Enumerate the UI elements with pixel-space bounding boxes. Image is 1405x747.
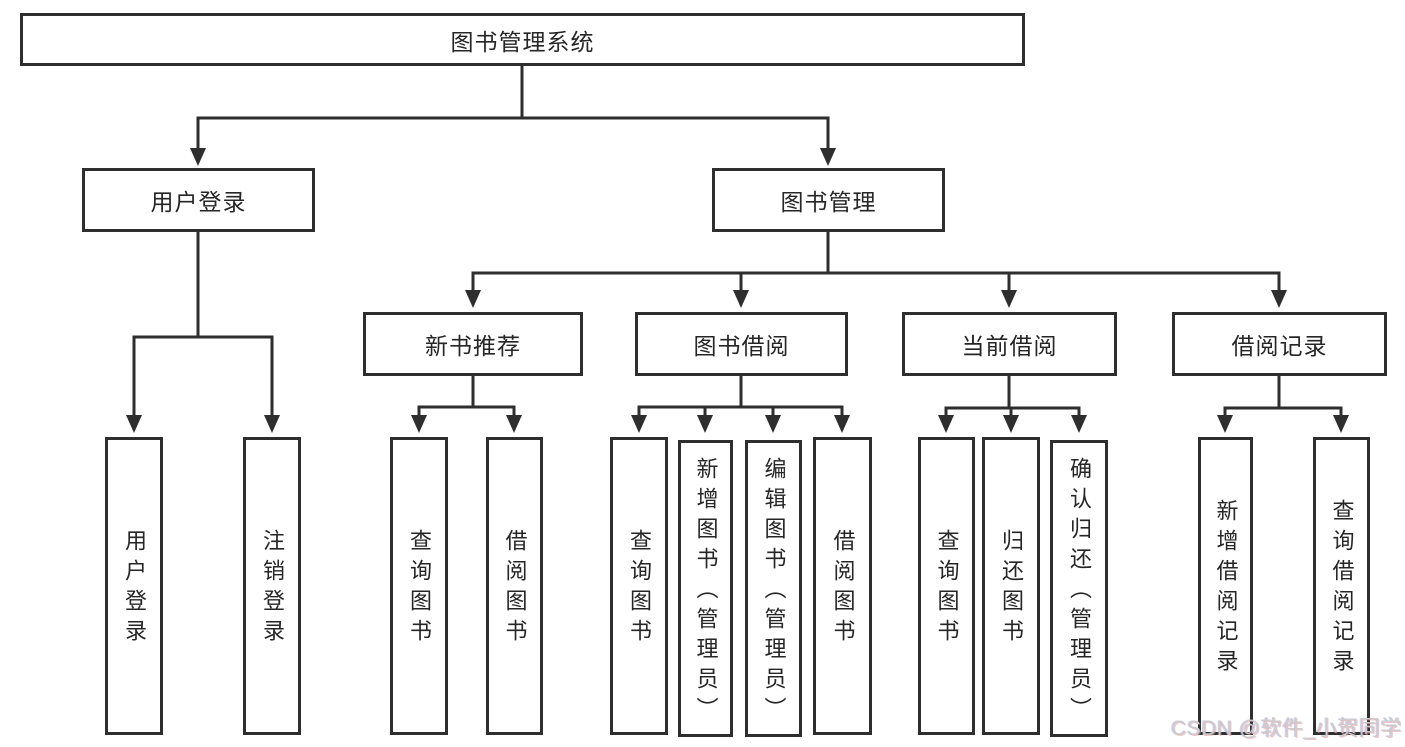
connector-book-borrow-children: [637, 374, 844, 421]
connector-borrow-records-children: [1223, 374, 1343, 421]
leaf-borrow-books-recommend: 借阅图书: [486, 437, 543, 735]
connector-current-borrow-children: [944, 374, 1081, 421]
node-borrow-records: 借阅记录: [1172, 312, 1387, 376]
leaf-add-borrow-record: 新增借阅记录: [1198, 437, 1253, 735]
node-book-borrow: 图书借阅: [635, 312, 848, 376]
leaf-query-books-current: 查询图书: [918, 437, 975, 735]
connector-root-to-level2: [196, 64, 830, 154]
arrowheads: [126, 148, 1349, 433]
leaf-query-books-borrow: 查询图书: [610, 437, 668, 735]
leaf-borrow-books: 借阅图书: [813, 437, 872, 735]
leaf-add-books-admin: 新增图书（管理员）: [678, 440, 733, 737]
leaf-user-login: 用户登录: [105, 437, 163, 735]
connector-new-book-recommend-children: [417, 374, 516, 421]
connector-book-management-children: [471, 230, 1281, 296]
node-new-book-recommend: 新书推荐: [363, 312, 583, 376]
node-user-login: 用户登录: [82, 168, 315, 232]
leaf-query-borrow-record: 查询借阅记录: [1313, 437, 1370, 735]
node-book-management: 图书管理: [712, 168, 945, 232]
connector-user-login-children: [132, 230, 274, 421]
leaf-confirm-return-admin: 确认归还（管理员）: [1050, 440, 1108, 737]
leaf-logout: 注销登录: [243, 437, 301, 735]
leaf-return-books: 归还图书: [982, 437, 1040, 735]
node-current-borrow: 当前借阅: [902, 312, 1117, 376]
node-root-system: 图书管理系统: [20, 13, 1025, 66]
leaf-query-books-recommend: 查询图书: [390, 437, 448, 735]
leaf-edit-books-admin: 编辑图书（管理员）: [745, 440, 802, 737]
